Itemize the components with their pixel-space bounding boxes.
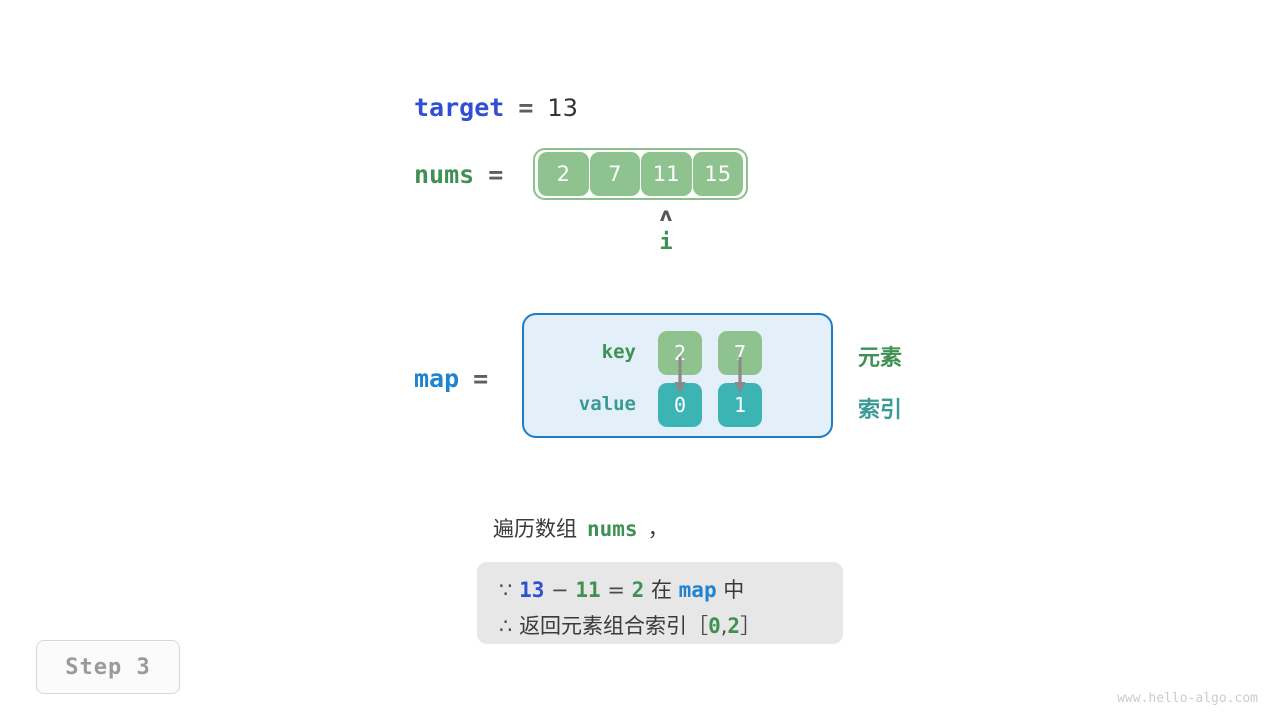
formula-zhong-word: 中: [723, 578, 745, 602]
map-side-label-index: 索引: [858, 398, 903, 423]
map-variable-name: map: [414, 364, 460, 393]
formula-operand-current: 11: [575, 578, 601, 602]
map-row-label: map =: [414, 364, 488, 393]
narration-prefix: 遍历数组: [493, 517, 577, 541]
array-cell: 11: [641, 152, 692, 196]
nums-array: 2 7 11 15: [533, 148, 748, 200]
formula-box: ∵ 13 − 11 = 2 在 map 中 ∴ 返回元素组合索引［0,2］: [477, 562, 843, 644]
array-cell: 2: [538, 152, 589, 196]
therefore-symbol: ∴: [499, 614, 513, 638]
map-side-label-element: 元素: [858, 346, 903, 371]
formula-line-1: ∵ 13 − 11 = 2 在 map 中: [499, 572, 821, 608]
pointer-caret-icon: ʌ: [659, 204, 673, 226]
formula-line-2: ∴ 返回元素组合索引［0,2］: [499, 608, 821, 644]
target-equals-sign: =: [518, 93, 534, 122]
target-value: 13: [547, 94, 578, 122]
pointer-label-i: i: [659, 230, 673, 255]
formula-conclusion-text: 返回元素组合索引: [519, 614, 688, 638]
target-variable-name: target: [414, 93, 505, 122]
map-container: key value 2 0 7 1: [522, 313, 833, 438]
bracket-open: ［: [687, 614, 709, 638]
map-grid: key value 2 0 7 1: [524, 315, 831, 436]
map-key-row-label: key: [601, 341, 636, 363]
array-cell: 7: [589, 152, 640, 196]
formula-map-word: map: [678, 578, 717, 602]
formula-minus-sign: −: [551, 578, 569, 602]
formula-result: 2: [631, 578, 645, 602]
map-value-row-label: value: [578, 393, 636, 415]
nums-variable-name: nums: [414, 160, 475, 189]
formula-in-word: 在: [650, 578, 672, 602]
narration-variable: nums: [587, 517, 638, 541]
nums-row-label: nums =: [414, 160, 503, 189]
result-index-2: 2: [727, 614, 741, 638]
bracket-close: ］: [740, 614, 762, 638]
nums-equals-sign: =: [488, 160, 504, 189]
narration-suffix: ，: [647, 517, 669, 541]
result-index-1: 0: [708, 614, 721, 638]
result-comma: ,: [720, 614, 728, 638]
step-badge: Step 3: [36, 640, 180, 694]
map-equals-sign: =: [473, 364, 489, 393]
because-symbol: ∵: [499, 578, 513, 602]
target-row: target = 13: [414, 93, 578, 122]
narration-line: 遍历数组 nums ，: [493, 513, 669, 543]
key-to-value-arrow-icon: [734, 357, 746, 394]
key-to-value-arrow-icon: [674, 357, 686, 394]
array-cell: 15: [692, 152, 743, 196]
formula-operand-target: 13: [519, 578, 545, 602]
watermark: www.hello-algo.com: [1117, 691, 1258, 706]
formula-equals-sign: =: [607, 578, 625, 602]
